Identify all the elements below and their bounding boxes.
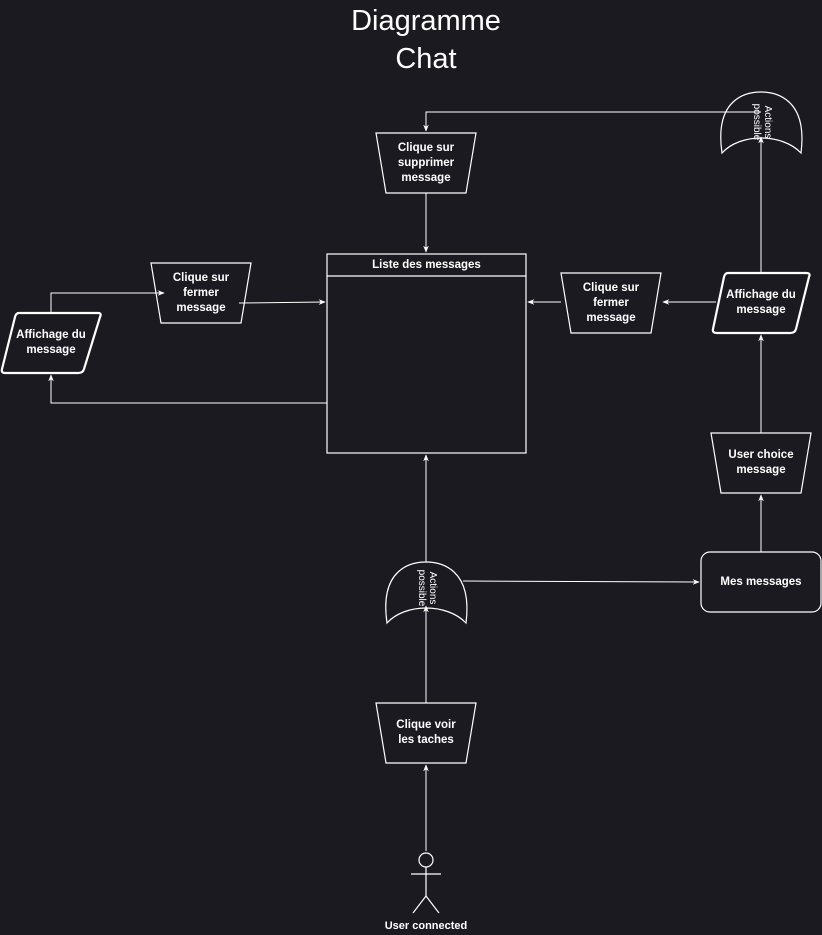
actions-top-label: Actions possible <box>751 103 773 141</box>
affichage-right-label: Affichage du message <box>726 289 796 316</box>
liste-messages-box <box>326 253 527 454</box>
actions-bottom-label: Actions possible <box>416 569 438 607</box>
edge-liste-to-affichage-left <box>48 374 327 404</box>
supprimer-shape <box>375 132 477 194</box>
user-choice-label: User choice message <box>728 449 794 476</box>
voir-taches-shape <box>375 702 477 764</box>
voir-taches-label: Clique voir les taches <box>396 719 456 746</box>
edge-fermer-left-to-liste <box>238 299 326 305</box>
fermer-left-label: Clique sur fermer message <box>172 271 230 314</box>
liste-messages-title: Liste des messages <box>372 258 481 271</box>
supprimer-label: Clique sur supprimer message <box>397 141 455 184</box>
user-choice-shape <box>710 432 812 494</box>
actions-top-shape <box>720 91 803 155</box>
user-actor-icon <box>411 852 441 914</box>
edge-actions-to-mes-messages <box>462 579 700 585</box>
affichage-left-shape <box>0 311 102 375</box>
edge-affichage-left-to-fermer <box>50 290 165 313</box>
user-connected-label: User connected <box>384 919 468 932</box>
edge-actions-top-to-supprimer <box>423 111 761 132</box>
fermer-left-shape <box>150 262 252 324</box>
affichage-left-label: Affichage du message <box>16 329 86 356</box>
fermer-right-shape <box>560 272 662 334</box>
diagram-title: Diagramme Chat <box>351 5 501 75</box>
affichage-right-shape <box>711 271 811 335</box>
actions-bottom-shape <box>385 561 468 625</box>
fermer-right-label: Clique sur fermer message <box>582 281 640 324</box>
mes-messages-label: Mes messages <box>720 575 802 588</box>
